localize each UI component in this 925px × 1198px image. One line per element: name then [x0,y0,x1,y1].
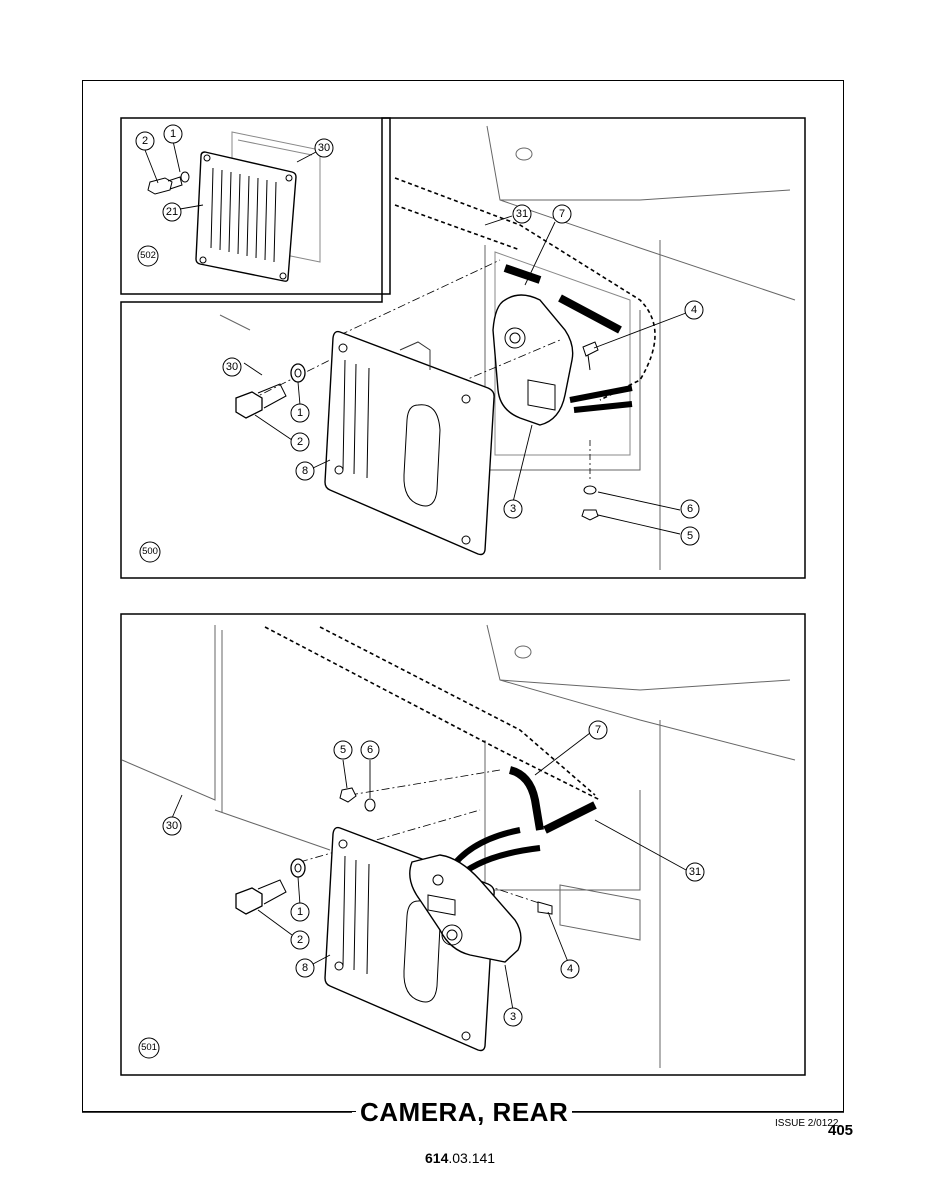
inset-view-502 [120,117,391,295]
callout-501-4: 4 [566,963,574,975]
callout-501-2: 2 [296,934,304,946]
vent-plate-illustration [147,131,321,282]
page-title: CAMERA, REAR [356,1097,573,1128]
callouts [135,124,705,1027]
view-label-502: 502 [140,250,156,261]
camera-mount-illustration-500 [219,125,796,570]
callout-501-3: 3 [509,1011,517,1023]
callout-500-2: 2 [296,436,304,448]
document-number-suffix: .03.141 [448,1150,496,1166]
view-label-501: 501 [141,1042,157,1053]
callout-500-8: 8 [301,465,309,477]
callout-500-7: 7 [558,208,566,220]
callout-500-6: 6 [686,503,694,515]
document-number: 614.03.141 [425,1150,495,1166]
callout-501-7: 7 [594,724,602,736]
view-label-500: 500 [142,546,158,557]
page-number: 405 [828,1122,854,1139]
callout-500-30: 30 [225,361,239,373]
callout-501-1: 1 [296,906,304,918]
callout-501-31: 31 [688,866,702,878]
leader-lines [144,140,687,1011]
callout-500-5: 5 [686,530,694,542]
callout-500-1: 1 [296,407,304,419]
document-number-prefix: 614 [425,1150,449,1166]
callout-500-4: 4 [690,304,698,316]
callout-502-1: 1 [169,128,177,140]
issue-label: ISSUE 2/0122 [775,1118,839,1129]
view-markers [137,245,161,1059]
callout-502-2: 2 [141,135,149,147]
callout-502-21: 21 [165,206,179,218]
callout-501-30: 30 [165,820,179,832]
callout-501-6: 6 [366,744,374,756]
callout-500-3: 3 [509,503,517,515]
callout-501-8: 8 [301,962,309,974]
callout-501-5: 5 [339,744,347,756]
panel-view-501 [120,613,806,1076]
callout-502-30: 30 [317,142,331,154]
camera-mount-illustration-501 [121,624,796,1068]
panel-view-500 [120,117,806,579]
callout-500-31: 31 [515,208,529,220]
